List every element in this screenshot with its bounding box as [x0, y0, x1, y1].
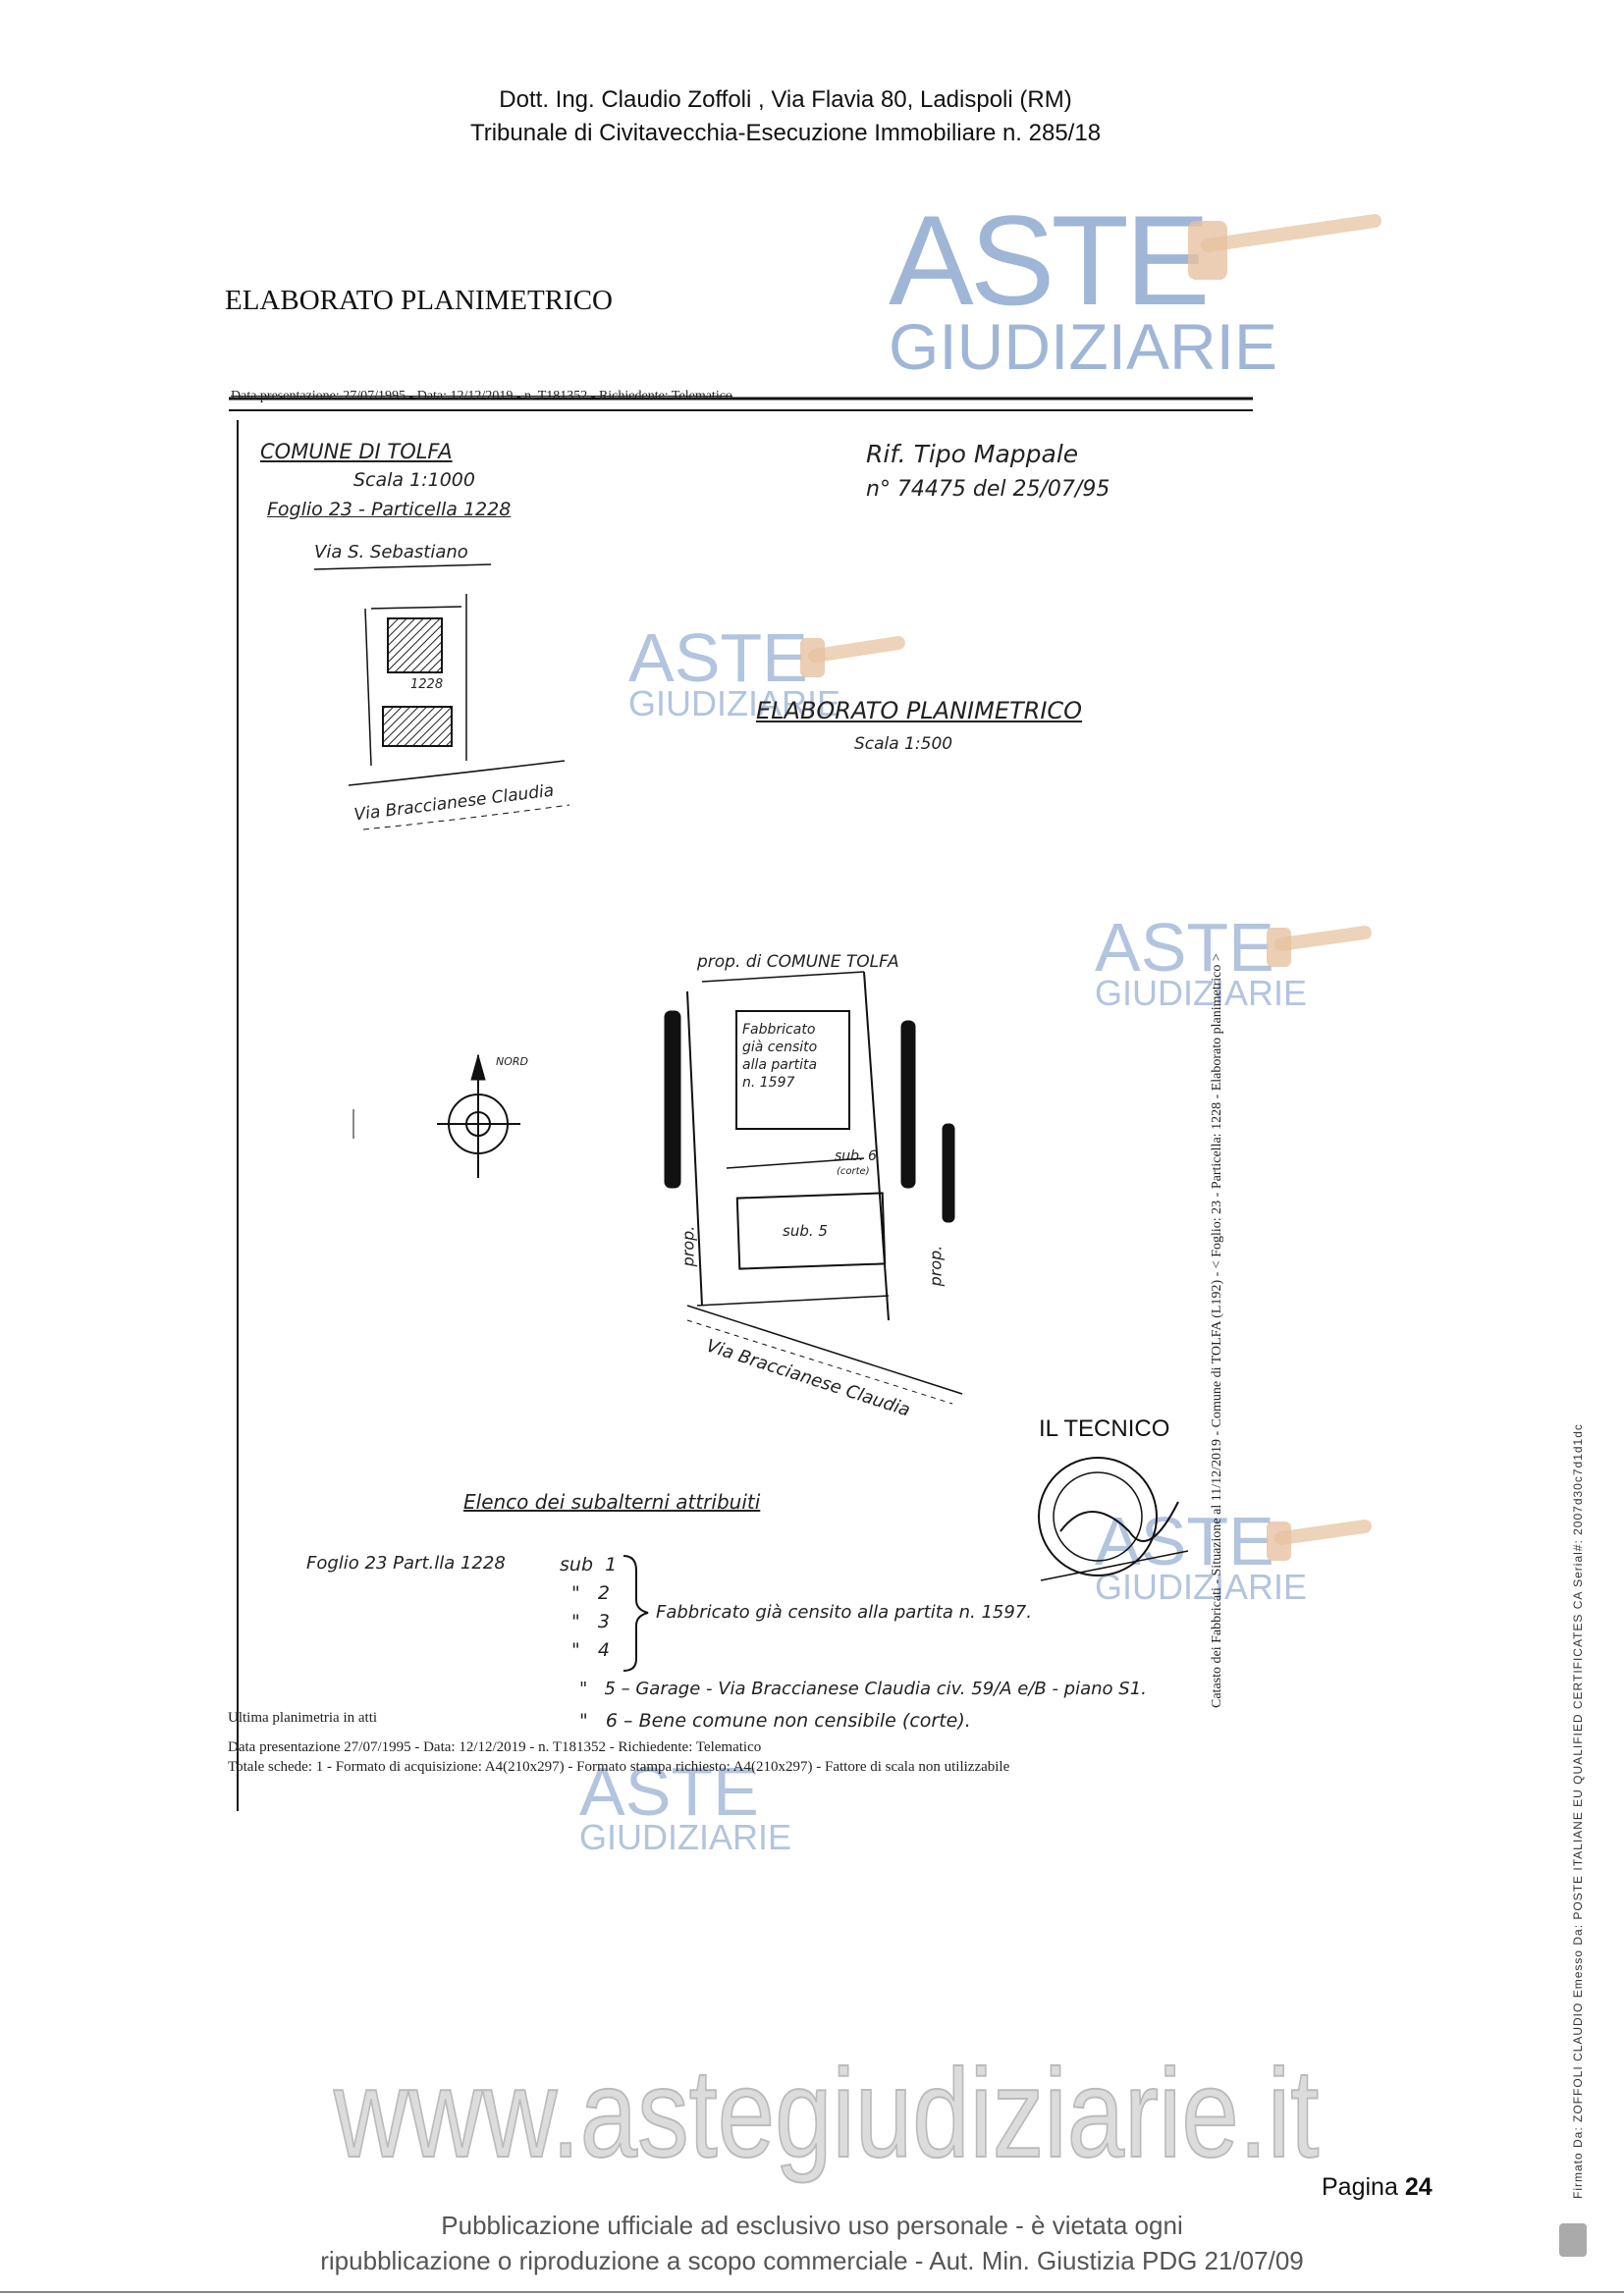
- elaborato-title-hand: ELABORATO PLANIMETRICO: [756, 697, 1083, 724]
- sub-row: sub 1: [560, 1551, 617, 1579]
- bottom-rule: [0, 2291, 1624, 2293]
- footer-line-2: ripubblicazione o riproduzione a scopo c…: [320, 2246, 1304, 2275]
- sub6-row: " 6 – Bene comune non censibile (corte).: [579, 1710, 971, 1732]
- scala-1000-label: Scala 1:1000: [353, 469, 475, 491]
- particella-number: 1228: [410, 677, 444, 692]
- catasto-vertical-text: Catasto dei Fabbricati - Situazione al 1…: [1210, 953, 1224, 1708]
- subs-description: Fabbricato già censito alla partita n. 1…: [656, 1602, 1032, 1623]
- sub-num: 4: [597, 1639, 610, 1661]
- subs-list: sub 1 " 2 " 3 " 4: [560, 1551, 617, 1665]
- foglio-label: Foglio 23 - Particella 1228: [267, 499, 512, 520]
- sub5-row: " 5 – Garage - Via Braccianese Claudia c…: [579, 1679, 1147, 1699]
- rif-numero-data: n° 74475 del 25/07/95: [866, 477, 1110, 502]
- prop-left-label: prop.: [678, 1225, 698, 1267]
- plan-footer-1: Ultima planimetria in atti: [228, 1710, 378, 1726]
- sub-row: " 2: [560, 1579, 617, 1608]
- il-tecnico-label: IL TECNICO: [1039, 1415, 1170, 1442]
- sub-num: 5: [604, 1679, 616, 1699]
- sub-desc: Bene comune non censibile (corte).: [638, 1710, 971, 1732]
- elenco-title: Elenco dei subalterni attribuiti: [463, 1490, 761, 1514]
- sub-row: " 4: [560, 1636, 617, 1665]
- sub-desc: Garage - Via Braccianese Claudia civ. 59…: [635, 1679, 1147, 1699]
- sub-mark: sub: [560, 1554, 594, 1575]
- document-title: ELABORATO PLANIMETRICO: [225, 285, 613, 316]
- prop-right-label: prop.: [926, 1245, 946, 1287]
- fabbricato-line: Fabbricato: [742, 1022, 816, 1038]
- site-watermark: www.astegiudiziarie.it: [333, 2044, 1320, 2184]
- scan-mark: [1559, 2223, 1587, 2257]
- header-line-1: Dott. Ing. Claudio Zoffoli , Via Flavia …: [499, 86, 1072, 113]
- fabbricato-line: alla partita: [742, 1057, 818, 1073]
- sub-num: 6: [605, 1710, 618, 1732]
- aste-logo-top: ASTE GIUDIZIARIE: [889, 188, 1278, 383]
- sub5-label: sub. 5: [783, 1222, 828, 1240]
- rif-tipo-mappale: Rif. Tipo Mappale: [866, 440, 1079, 468]
- page-number: Pagina 24: [1322, 2173, 1433, 2202]
- comune-label: COMUNE DI TOLFA: [260, 440, 453, 463]
- aste-logo-mid: ASTE GIUDIZIARIE: [628, 619, 841, 723]
- sub-num: 2: [597, 1582, 610, 1604]
- fabbricato-label: Fabbricato già censito alla partita n. 1597: [742, 1021, 840, 1092]
- header-line-2: Tribunale di Civitavecchia-Esecuzione Im…: [469, 120, 1102, 146]
- aste-logo-right: ASTE GIUDIZIARIE: [1095, 909, 1308, 1013]
- plan-top-strip: Data presentazione: 27/07/1995 - Data: 1…: [231, 389, 732, 403]
- digital-signature-vertical: Firmato Da: ZOFFOLI CLAUDIO Emesso Da: P…: [1571, 1423, 1585, 2199]
- footer-line-1: Pubblicazione ufficiale ad esclusivo uso…: [441, 2211, 1183, 2240]
- sub-mark: ": [571, 1582, 580, 1604]
- corte-label: (corte): [837, 1166, 870, 1177]
- aste-logo-sign: ASTE GIUDIZIARIE: [1095, 1503, 1308, 1607]
- fabbricato-line: n. 1597: [742, 1075, 795, 1091]
- page-label: Pagina: [1322, 2173, 1398, 2201]
- page-num: 24: [1404, 2173, 1433, 2201]
- via-sebastiano-label: Via S. Sebastiano: [314, 542, 468, 562]
- elenco-foglio: Foglio 23 Part.lla 1228: [306, 1553, 506, 1574]
- fabbricato-line: già censito: [742, 1040, 818, 1055]
- gavel-icons: [808, 214, 1381, 1545]
- sub-num: 3: [597, 1611, 610, 1632]
- sub6-label: sub. 6: [835, 1148, 877, 1164]
- aste-logo-bottom: ASTE GIUDIZIARIE: [579, 1753, 792, 1857]
- sub-mark: ": [571, 1611, 580, 1632]
- sub-mark: ": [579, 1679, 588, 1699]
- plan-footer-3: Totale schede: 1 - Formato di acquisizio…: [228, 1759, 1010, 1775]
- sub-mark: ": [579, 1710, 588, 1732]
- scala-500-label: Scala 1:500: [854, 734, 953, 754]
- prop-comune-label: prop. di COMUNE TOLFA: [697, 952, 899, 972]
- plan-footer-2: Data presentazione 27/07/1995 - Data: 12…: [228, 1739, 762, 1755]
- sub-row: " 3: [560, 1608, 617, 1636]
- sub-mark: ": [571, 1639, 580, 1661]
- nord-label: NORD: [496, 1055, 528, 1068]
- sub-num: 1: [605, 1554, 618, 1575]
